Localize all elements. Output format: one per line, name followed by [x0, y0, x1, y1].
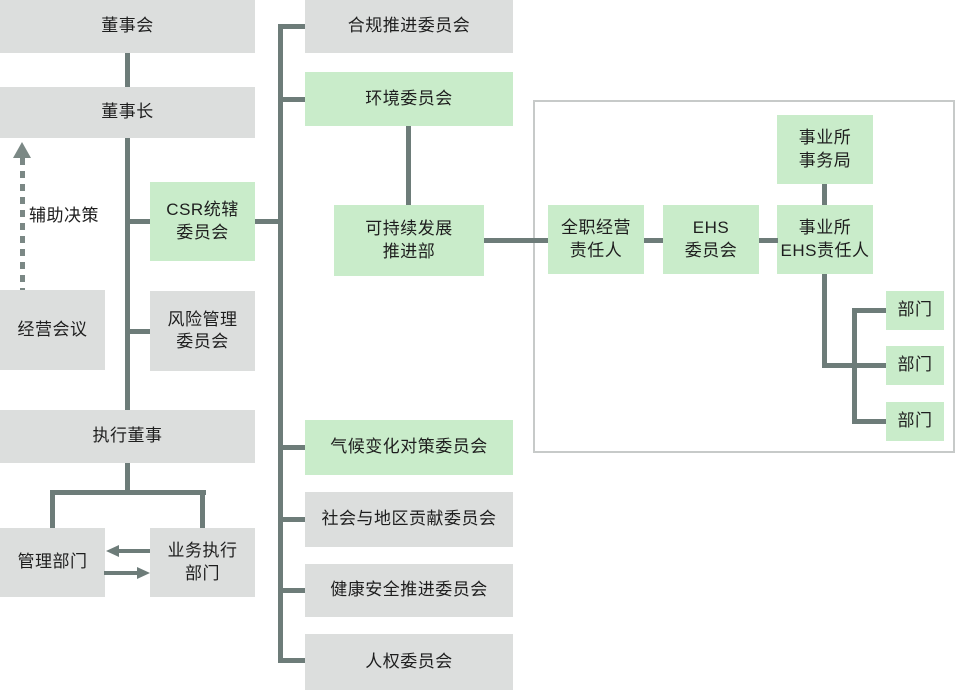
- connector-chairman-risk: [127, 329, 150, 334]
- node-compliance-committee: 合规推进委员会: [305, 0, 513, 53]
- connector-spine-environment: [278, 97, 305, 102]
- connector-board-chairman: [125, 53, 130, 87]
- dashed-arrow-head-icon: [13, 142, 31, 158]
- node-label: 合规推进委员会: [347, 16, 471, 36]
- connector-bus-dept1: [852, 308, 886, 313]
- node-fulltime-manager: 全职经营 责任人: [548, 205, 644, 274]
- connector-chairman-csr: [127, 219, 150, 224]
- connector-spine-compliance: [278, 24, 305, 29]
- label-assist-decision: 辅助决策: [29, 206, 99, 225]
- node-human-rights-committee: 人权委员会: [305, 634, 513, 690]
- node-label: 部门: [897, 411, 933, 431]
- node-chairman: 董事长: [0, 87, 255, 138]
- connector-dept-bus: [852, 308, 857, 424]
- arrow-left-head-icon: [106, 545, 119, 557]
- node-label: 环境委员会: [365, 88, 453, 108]
- node-label-line2: EHS责任人: [780, 240, 870, 260]
- node-label: 董事长: [101, 102, 154, 122]
- node-social-committee: 社会与地区贡献委员会: [305, 492, 513, 547]
- node-site-office-bureau: 事业所 事务局: [777, 115, 873, 184]
- connector-manager-ehs: [644, 238, 663, 243]
- connector-chairman-executive: [125, 138, 130, 412]
- connector-spine-human-rights: [278, 658, 305, 663]
- arrow-business-to-admin-shaft: [118, 549, 150, 553]
- node-label: 部门: [897, 355, 933, 375]
- node-label-line2: 委员会: [684, 240, 738, 260]
- connector-spine-climate: [278, 445, 305, 450]
- node-board-of-directors: 董事会: [0, 0, 255, 53]
- node-dept-1: 部门: [886, 291, 944, 330]
- node-label: 董事会: [101, 16, 154, 36]
- node-label-line2: 委员会: [176, 332, 229, 351]
- node-site-ehs-manager: 事业所 EHS责任人: [777, 205, 873, 274]
- node-risk-committee: 风险管理 委员会: [150, 291, 255, 371]
- arrow-admin-to-business-shaft: [104, 571, 138, 575]
- node-label-line1: CSR统辖: [166, 200, 239, 220]
- node-business-exec-dept: 业务执行 部门: [150, 528, 255, 597]
- connector-ehs-site-manager: [759, 238, 778, 243]
- node-label: 社会与地区贡献委员会: [321, 509, 497, 529]
- arrow-right-head-icon: [137, 567, 150, 579]
- node-label-line1: 事业所: [798, 218, 852, 238]
- node-label-line1: 风险管理: [167, 309, 238, 329]
- node-label-line2: 部门: [185, 563, 220, 583]
- node-label: 经营会议: [17, 319, 88, 339]
- node-climate-committee: 气候变化对策委员会: [305, 420, 513, 475]
- node-admin-dept: 管理部门: [0, 528, 105, 597]
- node-label: 部门: [897, 300, 933, 320]
- node-dept-3: 部门: [886, 402, 944, 441]
- node-environment-committee: 环境委员会: [305, 72, 513, 126]
- connector-office-site-manager: [822, 184, 827, 205]
- node-sustainability-dept: 可持续发展 推进部: [334, 205, 484, 276]
- node-label-line2: 责任人: [569, 240, 623, 260]
- connector-bar-business: [200, 490, 205, 528]
- connector-csr-spine: [255, 219, 283, 224]
- connector-environment-sustainability: [406, 126, 411, 205]
- node-label-line1: 全职经营: [561, 218, 631, 238]
- connector-executive-drop: [125, 463, 130, 495]
- connector-executive-bar: [50, 490, 206, 495]
- connector-bus-dept3: [852, 419, 886, 424]
- connector-site-manager-drop: [822, 274, 827, 368]
- node-label: 管理部门: [17, 552, 88, 572]
- node-health-safety-committee: 健康安全推进委员会: [305, 564, 513, 617]
- node-label: 人权委员会: [365, 651, 453, 671]
- node-label: 执行董事: [92, 426, 163, 446]
- node-executive-director: 执行董事: [0, 410, 255, 463]
- node-label: 健康安全推进委员会: [330, 580, 488, 600]
- node-label-line1: 事业所: [798, 128, 852, 148]
- node-label-line1: EHS: [692, 218, 730, 238]
- node-management-meeting: 经营会议: [0, 290, 105, 370]
- node-dept-2: 部门: [886, 346, 944, 385]
- node-label-line2: 委员会: [176, 222, 229, 242]
- node-label-line2: 推进部: [382, 241, 436, 261]
- connector-committee-spine: [278, 24, 283, 663]
- connector-spine-health: [278, 588, 305, 593]
- connector-sustainability-manager: [484, 238, 548, 243]
- node-csr-committee: CSR统辖 委员会: [150, 182, 255, 261]
- connector-spine-social: [278, 517, 305, 522]
- node-label-line1: 业务执行: [167, 541, 238, 561]
- node-label-line1: 可持续发展: [365, 219, 453, 239]
- connector-bar-admin: [50, 490, 55, 528]
- node-label: 气候变化对策委员会: [330, 437, 488, 457]
- site-structure-frame: [533, 100, 955, 453]
- node-ehs-committee: EHS 委员会: [663, 205, 759, 274]
- node-label-line2: 事务局: [798, 150, 852, 170]
- dashed-arrow-shaft: [20, 158, 25, 290]
